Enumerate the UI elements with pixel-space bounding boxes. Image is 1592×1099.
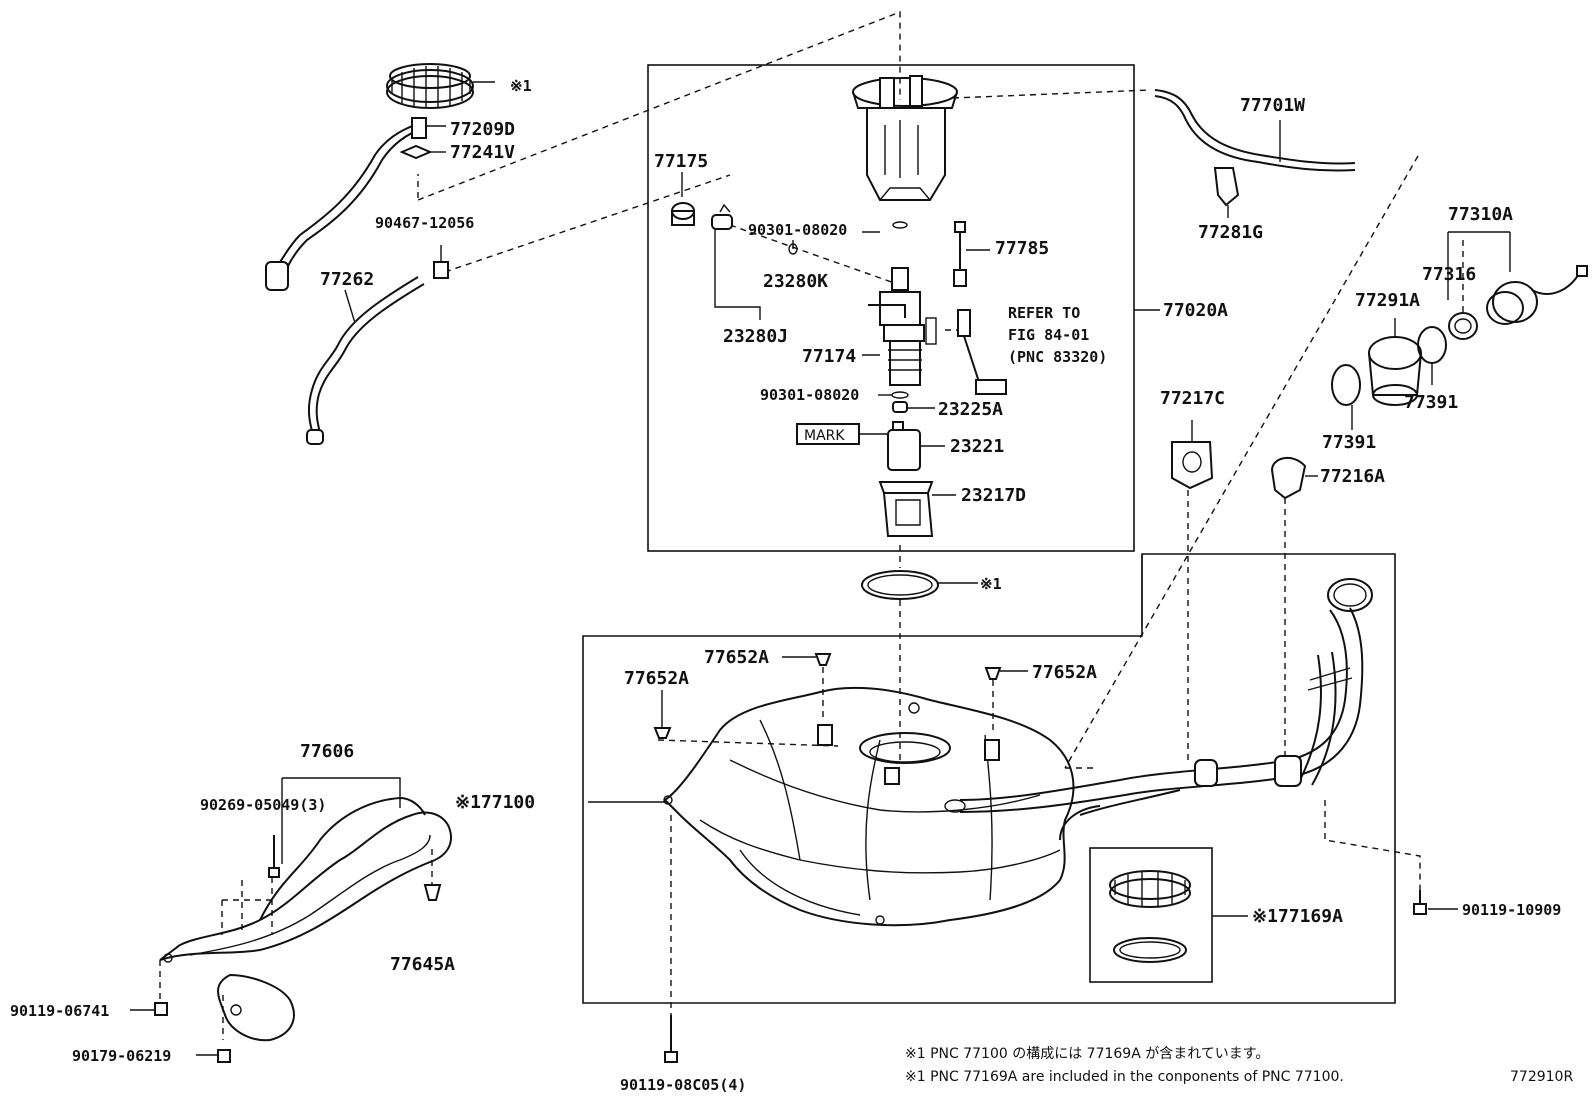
protector-77216A-part xyxy=(1270,456,1307,500)
sender-77785-part xyxy=(953,221,967,287)
fuel-cap-77310A-part xyxy=(1486,265,1588,325)
label-77652A-right: 77652A xyxy=(1032,662,1097,683)
label-90119-08C05: 90119-08C05(4) xyxy=(620,1076,746,1094)
grommet-23225A-part xyxy=(892,401,908,413)
pump-77174-part xyxy=(868,267,937,386)
label-23225A: 23225A xyxy=(938,399,1003,420)
diagram-id: 772910R xyxy=(1510,1069,1573,1085)
label-90119-10909: 90119-10909 xyxy=(1462,901,1561,919)
label-77316: 77316 xyxy=(1422,264,1476,285)
breather-hose-part xyxy=(279,123,419,263)
clip-90467-part xyxy=(433,261,449,279)
float-arm-part xyxy=(957,309,1007,395)
gasket-77316-part xyxy=(1448,312,1478,340)
label-77310A: 77310A xyxy=(1448,204,1513,225)
label-77391-left: 77391 xyxy=(1322,432,1376,453)
bracket-77217C-part xyxy=(1171,441,1214,490)
label-77020A: 77020A xyxy=(1163,300,1228,321)
label-77217C: 77217C xyxy=(1160,388,1225,409)
gasket-ring-part xyxy=(861,570,939,600)
label-23221: 23221 xyxy=(950,436,1004,457)
pump-23221-part xyxy=(887,421,921,471)
label-77262: 77262 xyxy=(320,269,374,290)
label-77785: 77785 xyxy=(995,238,1049,259)
ring-kit-box xyxy=(1089,847,1213,983)
label-77169A: ※177169A xyxy=(1252,906,1343,927)
label-90179-06219: 90179-06219 xyxy=(72,1047,171,1065)
label-ref1-ring: ※1 xyxy=(980,575,1002,593)
label-77652A-middle: 77652A xyxy=(704,647,769,668)
elbow-23280J-part xyxy=(711,203,733,230)
band-77606-part xyxy=(159,796,452,1042)
bolt-90119-08C05-part xyxy=(664,1015,678,1063)
label-refer-pnc: (PNC 83320) xyxy=(1008,348,1107,366)
label-77652A-left: 77652A xyxy=(624,668,689,689)
filler-pipe-part xyxy=(944,578,1373,841)
clip-77652A-middle xyxy=(814,653,832,666)
filter-23217D-part xyxy=(878,481,934,537)
label-23280J: 23280J xyxy=(723,326,788,347)
oring-left-part xyxy=(1331,364,1361,406)
label-refer-fig: FIG 84-01 xyxy=(1008,326,1089,344)
label-77175: 77175 xyxy=(654,151,708,172)
label-77174: 77174 xyxy=(802,346,856,367)
bolt-90269-part xyxy=(268,835,280,878)
label-77391-right: 77391 xyxy=(1404,392,1458,413)
pump-assembly-box xyxy=(647,64,1135,552)
fuel-tank-part xyxy=(663,686,1075,927)
nut-90179-part xyxy=(217,1049,231,1063)
label-77241V: 77241V xyxy=(450,142,515,163)
label-77209D: 77209D xyxy=(450,119,515,140)
label-77291A: 77291A xyxy=(1355,290,1420,311)
tank-assembly-box xyxy=(582,553,1396,1004)
clamp-77281G-part xyxy=(1213,167,1240,207)
note-japanese: ※1 PNC 77100 の構成には 77169A が含まれています。 xyxy=(905,1046,1269,1062)
label-77606: 77606 xyxy=(300,741,354,762)
label-77701W: 77701W xyxy=(1240,95,1305,116)
filter-77175-part xyxy=(671,202,695,226)
label-mark: MARK xyxy=(804,428,845,444)
hose-77262-part xyxy=(307,276,419,439)
label-90269-05049: 90269-05049(3) xyxy=(200,796,326,814)
label-ref1-top: ※1 xyxy=(510,77,532,95)
bolt-90119-06741-part xyxy=(154,1002,168,1016)
oring-right-part xyxy=(1417,326,1447,364)
label-77281G: 77281G xyxy=(1198,222,1263,243)
note-english: ※1 PNC 77169A are included in the conpon… xyxy=(905,1069,1344,1085)
label-77216A: 77216A xyxy=(1320,466,1385,487)
ring-kit-part xyxy=(1109,870,1191,963)
bolt-90119-10909-part xyxy=(1413,890,1427,915)
tube-77701W-part xyxy=(1154,89,1356,165)
clip-77652A-right xyxy=(984,667,1002,680)
label-90467-12056: 90467-12056 xyxy=(375,214,474,232)
label-23217D: 23217D xyxy=(961,485,1026,506)
fuel-pump-module xyxy=(852,75,958,201)
label-77100: ※177100 xyxy=(455,792,535,813)
label-90119-06741: 90119-06741 xyxy=(10,1002,109,1020)
clip-77652A-left xyxy=(653,727,672,739)
clip-77645A-part xyxy=(423,884,442,901)
label-90301-08020-top: 90301-08020 xyxy=(748,221,847,239)
label-23280K: 23280K xyxy=(763,271,828,292)
lock-ring-part xyxy=(386,63,474,109)
label-77645A: 77645A xyxy=(390,954,455,975)
label-refer-to: REFER TO xyxy=(1008,304,1080,322)
label-90301-08020-bottom: 90301-08020 xyxy=(760,386,859,404)
